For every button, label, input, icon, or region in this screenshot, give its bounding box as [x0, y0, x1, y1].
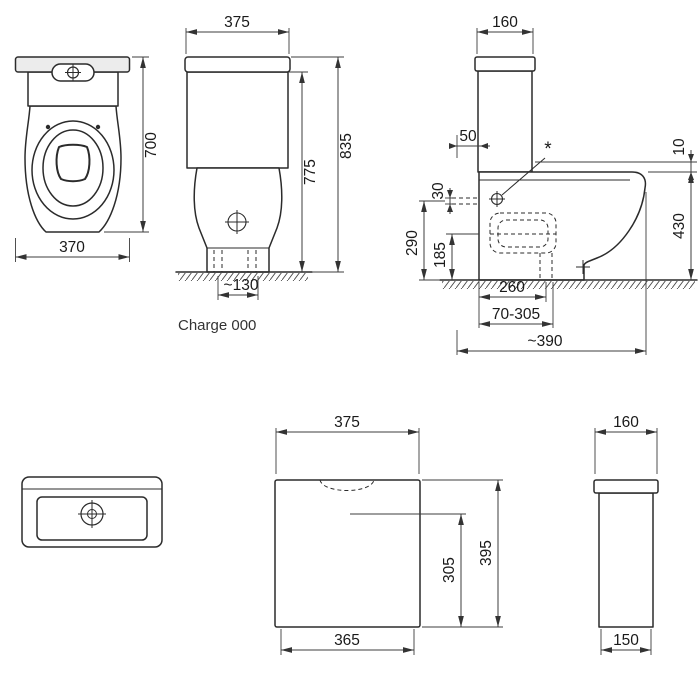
pan-profile-outline: [478, 171, 647, 281]
dim-wall-gap-label: 50: [459, 128, 477, 145]
dim-supply-gap: 30: [430, 182, 453, 214]
cistern-side-view: 160 150: [593, 414, 659, 655]
seat-hinge-right: [95, 124, 101, 130]
dim-front-height-label: 700: [143, 132, 160, 158]
dim-rim-height: 430: [648, 171, 697, 280]
dim-outlet-distance: 260: [478, 279, 547, 328]
dim-cistern-height-label: 395: [478, 540, 495, 566]
dim-front-width: 370: [15, 238, 130, 262]
dim-cistern-depth: 160: [476, 14, 534, 54]
cistern-front-view: 375 305 395 365: [274, 414, 503, 655]
dim-cistern-bottom-width: 365: [280, 629, 415, 655]
leader-line: [501, 157, 546, 196]
dim-supply-height: 290: [404, 200, 445, 281]
cistern-top-view: [21, 476, 163, 548]
dim-cistern-button-depth: 305: [350, 513, 466, 627]
dim-total-depth-label: ~390: [528, 333, 563, 350]
dim-supply-gap-label: 30: [430, 182, 447, 200]
arrowhead: [688, 154, 694, 162]
dim-side-width-label: 375: [224, 14, 250, 31]
toilet-installation-view: 160 50 * 10 30: [404, 14, 698, 355]
dim-wall-gap: 50: [449, 128, 490, 158]
asterisk-label: *: [544, 139, 552, 160]
dim-outlet-height: 185: [432, 233, 479, 280]
dim-bowl-height-label: 775: [302, 159, 319, 185]
dim-cistern-side-bottom-label: 150: [613, 632, 639, 649]
button-cutout-dashed: [319, 479, 375, 491]
cistern-side-lid: [593, 479, 659, 494]
seat-hinge-left: [45, 124, 51, 130]
dim-cistern-side-top: 160: [594, 414, 658, 474]
footnote-marker: *: [501, 139, 552, 196]
dim-cistern-button-depth-label: 305: [441, 557, 458, 583]
dim-cistern-depth-label: 160: [492, 14, 518, 31]
cistern-side-body: [598, 492, 654, 628]
dim-cistern-side-top-label: 160: [613, 414, 639, 431]
dim-outlet-offset: ~130: [217, 276, 259, 300]
floor-hatch: [442, 281, 695, 289]
model-note: Charge 000: [178, 317, 256, 334]
dim-cistern-bottom-width-label: 365: [334, 632, 360, 649]
dim-total-height-label: 835: [338, 133, 355, 159]
dim-front-width-label: 370: [59, 239, 85, 256]
dim-cistern-side-bottom: 150: [600, 629, 652, 655]
dim-cistern-top-width-label: 375: [334, 414, 360, 431]
dim-total-height: 835: [291, 56, 355, 273]
toilet-side-view: 375 775 835 ~130 Charge 000: [175, 14, 355, 334]
cistern-top-inner: [36, 496, 148, 541]
arrowhead: [480, 143, 488, 149]
dim-outlet-distance-label: 260: [499, 279, 525, 296]
dim-outlet-offset-label: ~130: [224, 277, 259, 294]
dim-side-width: 375: [185, 14, 290, 54]
floor-hatch: [178, 273, 308, 281]
tank-profile-lid: [474, 56, 536, 72]
tank-side-body: [186, 71, 289, 169]
seat-inner-ring: [42, 129, 104, 207]
dim-cistern-top-width: 375: [275, 414, 420, 474]
dim-total-depth: ~390: [456, 192, 647, 355]
dim-lid-gap-label: 10: [671, 138, 688, 156]
tank-profile-body: [477, 70, 533, 173]
dim-cistern-height: 395: [422, 479, 503, 628]
dim-connection-range-label: 70-305: [492, 306, 540, 323]
bowl-water-outline: [55, 143, 91, 183]
dim-rim-height-label: 430: [671, 213, 688, 239]
arrowhead: [447, 190, 453, 198]
arrowhead: [449, 143, 457, 149]
tank-side-lid: [184, 56, 291, 73]
cistern-front-outline: [274, 479, 421, 628]
dim-connection-range: 70-305: [479, 282, 554, 328]
toilet-front-view: 700 370: [14, 56, 160, 262]
bowl-back-outline: [193, 167, 283, 273]
dim-bowl-height: 775: [289, 71, 319, 272]
dim-supply-height-label: 290: [404, 230, 421, 256]
dim-outlet-height-label: 185: [432, 242, 449, 268]
dim-front-height: 700: [104, 56, 160, 233]
arrowhead: [447, 204, 453, 212]
trap-dashed-outer: [489, 212, 557, 254]
